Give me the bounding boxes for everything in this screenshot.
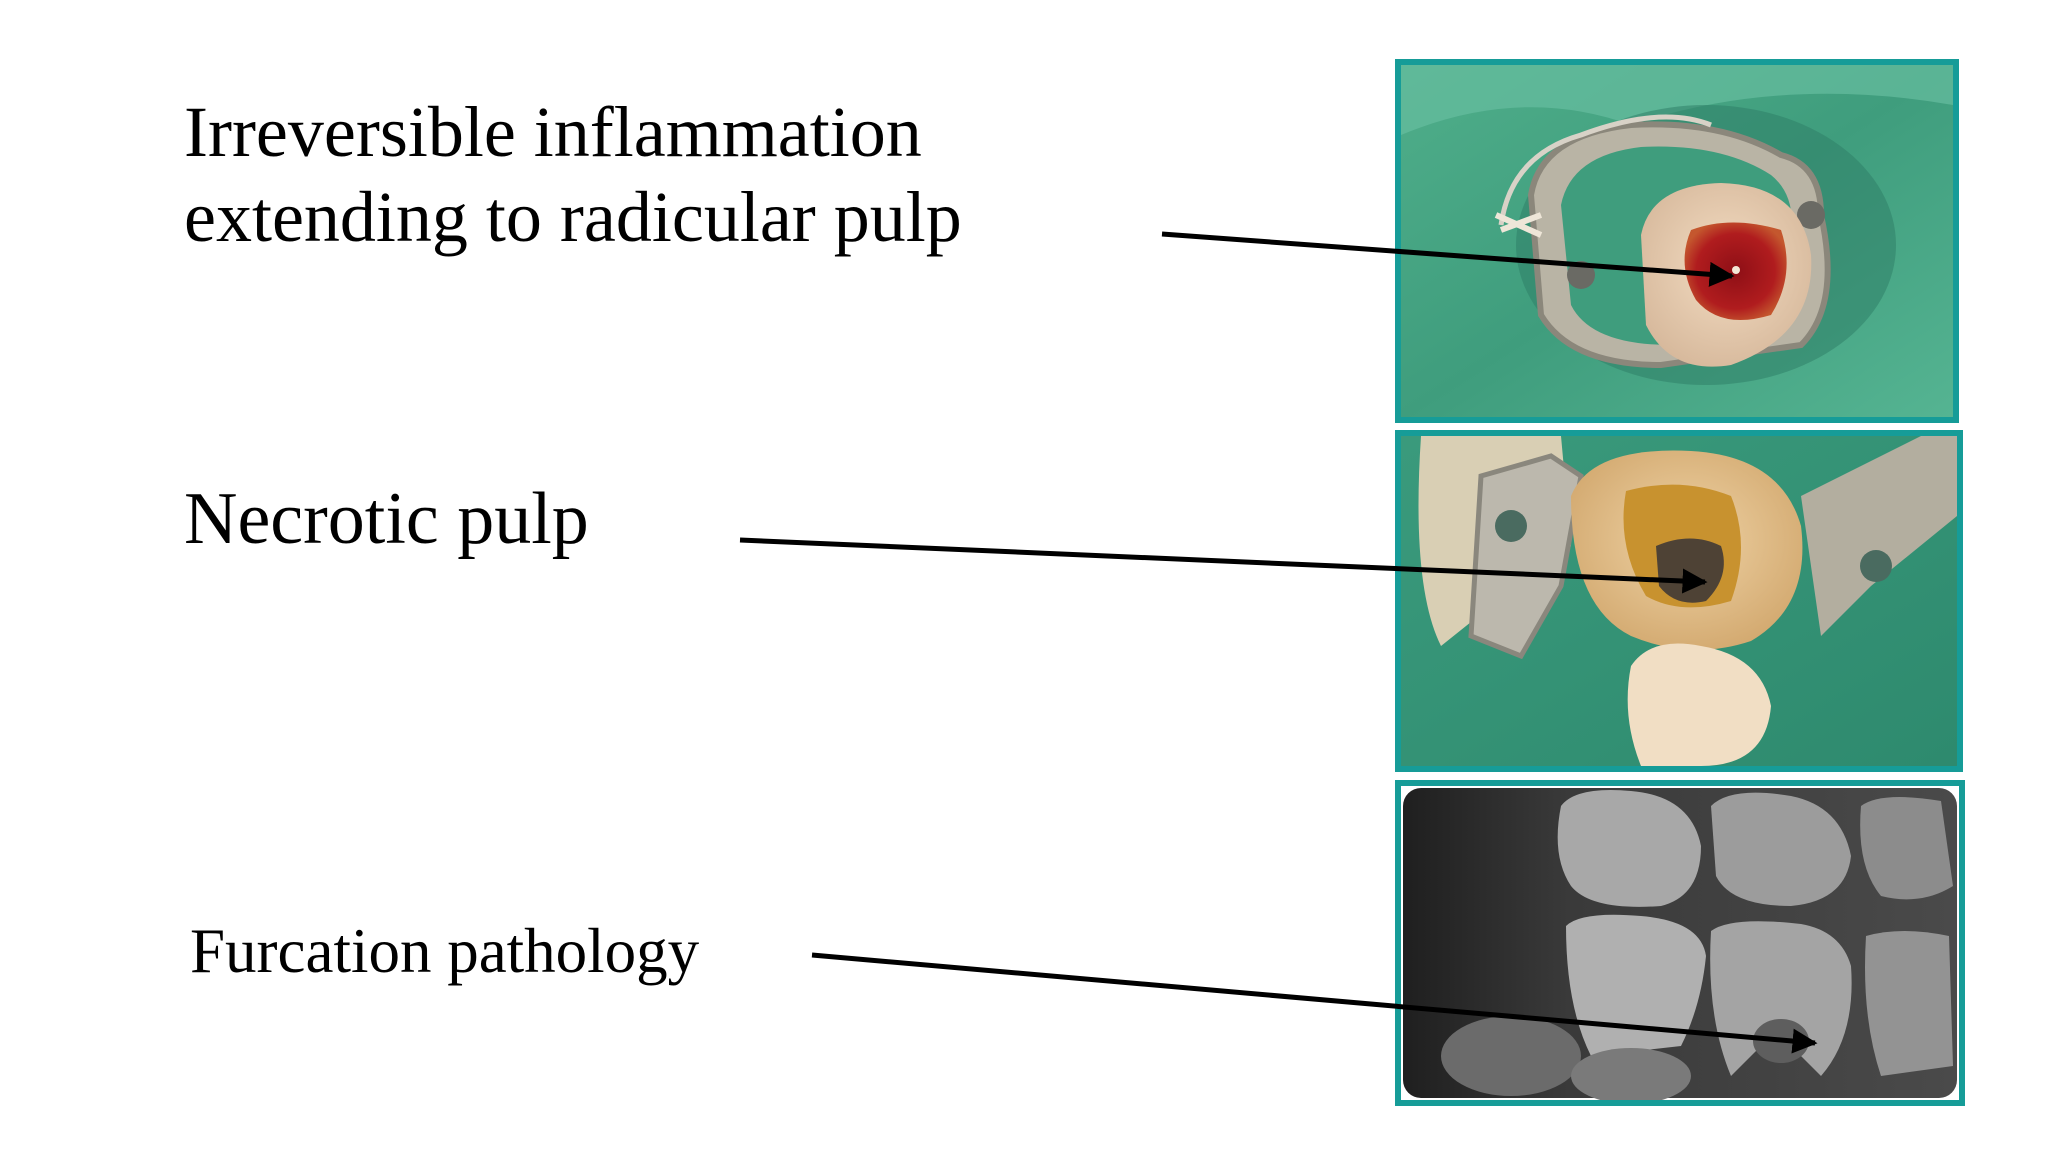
label-irreversible-line-2: extending to radicular pulp bbox=[184, 176, 962, 257]
label-irreversible-line-1: Irreversible inflammation bbox=[184, 92, 922, 172]
necrotic-pulp-image bbox=[1401, 436, 1957, 766]
label-necrotic-pulp: Necrotic pulp bbox=[184, 478, 589, 560]
inflamed-pulp-image bbox=[1401, 65, 1953, 417]
radiograph-image bbox=[1401, 786, 1959, 1100]
photo-furcation-radiograph bbox=[1395, 780, 1965, 1106]
label-irreversible-inflammation: Irreversible inflammation extending to r… bbox=[184, 90, 962, 260]
photo-inflamed-pulp bbox=[1395, 59, 1959, 423]
label-furcation-pathology: Furcation pathology bbox=[190, 916, 700, 986]
photo-necrotic-pulp bbox=[1395, 430, 1963, 772]
